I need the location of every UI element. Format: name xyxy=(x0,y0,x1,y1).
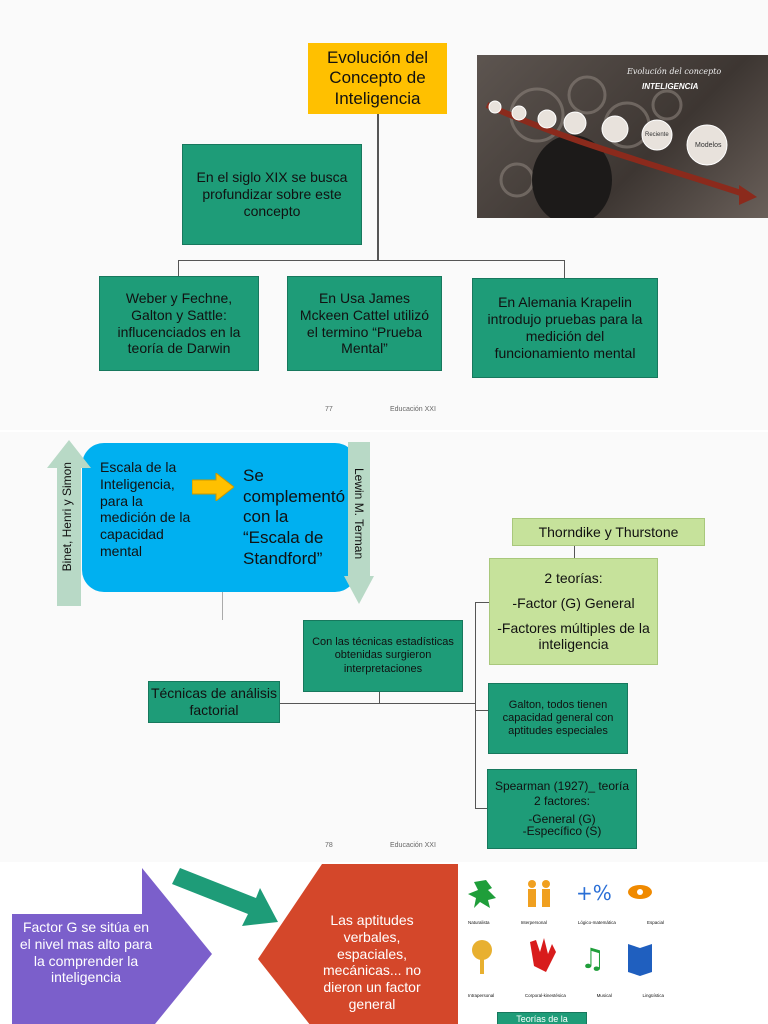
connector-line xyxy=(475,808,488,809)
intro-text: En el siglo XIX se busca profundizar sob… xyxy=(196,169,348,219)
slide-77: Evolución del Concepto de Inteligencia E… xyxy=(0,0,768,430)
theory-line: 2 teorías: xyxy=(544,569,603,586)
factor-g-arrow xyxy=(12,868,212,1024)
logic-icon: +% xyxy=(576,881,612,905)
factorial-box: Técnicas de análisis factorial xyxy=(148,681,280,723)
connector-line xyxy=(475,602,476,808)
slide-79: Factor G se sitúa en el nivel mas alto p… xyxy=(0,864,768,1024)
icon-labels-row1: Naturalista Interpersonal Lógico-matemát… xyxy=(468,920,664,925)
icon-labels-row2: Intrapersonal Corporal-kinestésica Music… xyxy=(468,993,664,998)
connector-line xyxy=(564,260,565,280)
stat-text: Con las técnicas estadísticas obtenidas … xyxy=(312,636,454,675)
aptitudes-arrow xyxy=(258,864,458,1024)
counter-arrow xyxy=(172,868,278,926)
intrapersonal-icon xyxy=(472,940,492,974)
connector-line xyxy=(280,703,475,704)
hand-icon xyxy=(530,938,556,972)
scale-panel xyxy=(82,443,357,592)
complement-text-span: Se complementó con la “Escala de Standfo… xyxy=(243,466,346,568)
icon-label: Espacial xyxy=(646,920,664,925)
left-arrow-label: Binet, Henri y Simon xyxy=(60,462,74,572)
footer-text: Educación XXI xyxy=(390,406,436,413)
thorndike-text: Thorndike y Thurstone xyxy=(538,523,679,540)
intelligence-icons: +% ♫ xyxy=(468,880,652,976)
aptitudes-span: Las aptitudes verbales, espaciales, mecá… xyxy=(322,912,422,1012)
branch-box-2: En Usa James Mckeen Cattel utilizó el te… xyxy=(287,276,442,371)
aptitudes-text: Las aptitudes verbales, espaciales, mecá… xyxy=(312,912,432,1013)
spearman-line: Spearman (1927)_ teoría 2 factores: xyxy=(494,779,630,808)
left-arrow xyxy=(47,440,91,606)
connector-line xyxy=(475,710,488,711)
branch-box-1: Weber y Fechne, Galton y Sattle: influce… xyxy=(99,276,259,371)
scale-text: Escala de la Inteligencia, para la medic… xyxy=(100,459,200,560)
book-icon xyxy=(628,944,652,976)
icon-label: Lingüística xyxy=(642,993,664,998)
slide-78: Binet, Henri y Simon Lewin M. Terman Esc… xyxy=(0,432,768,862)
image-title: Evolución del concepto xyxy=(627,67,722,76)
caption-text: Teorías de la xyxy=(516,1013,568,1024)
connector-line xyxy=(379,692,380,703)
concept-image: Evolución del concepto INTELIGENCIA Reci… xyxy=(477,55,768,218)
complement-text: Se complementó con la “Escala de Standfo… xyxy=(243,466,346,570)
branch-text: En Usa James Mckeen Cattel utilizó el te… xyxy=(299,289,430,357)
image-subtitle: INTELIGENCIA xyxy=(642,82,699,91)
intro-box: En el siglo XIX se busca profundizar sob… xyxy=(182,144,362,245)
icon-label: Lógico-matemática xyxy=(577,920,616,925)
thorndike-box: Thorndike y Thurstone xyxy=(512,518,705,546)
factorial-text: Técnicas de análisis factorial xyxy=(150,685,278,718)
page-number: 77 xyxy=(325,406,333,413)
right-arrow xyxy=(344,442,374,604)
icon-label: Intrapersonal xyxy=(468,993,495,998)
footer-text: Educación XXI xyxy=(390,842,436,849)
title-text: Evolución del Concepto de Inteligencia xyxy=(326,47,429,108)
branch-text: En Alemania Krapelin introdujo pruebas p… xyxy=(487,294,643,361)
galton-text: Galton, todos tienen capacidad general c… xyxy=(502,698,614,738)
right-arrow-label: Lewin M. Terman xyxy=(352,468,366,560)
connector-line xyxy=(475,602,489,603)
leaf-icon xyxy=(468,880,496,908)
galton-box: Galton, todos tienen capacidad general c… xyxy=(488,683,628,754)
right-arrow-icon xyxy=(192,473,234,501)
gears-illustration xyxy=(485,75,757,218)
connector-line xyxy=(222,592,223,620)
spearman-box: Spearman (1927)_ teoría 2 factores: -Gen… xyxy=(487,769,637,849)
theories-box: 2 teorías: -Factor (G) General -Factores… xyxy=(489,558,658,665)
title-box: Evolución del Concepto de Inteligencia xyxy=(308,43,447,114)
connector-line xyxy=(574,546,575,558)
spearman-line: -General (G) xyxy=(528,812,596,826)
image-pin-label: Modelos xyxy=(695,142,722,149)
icon-label: Musical xyxy=(596,993,612,998)
theory-line: -Factor (G) General xyxy=(512,594,635,611)
interpersonal-icon xyxy=(528,880,550,907)
icon-label: Corporal-kinestésica xyxy=(524,993,566,998)
branch-text: Weber y Fechne, Galton y Sattle: influce… xyxy=(117,289,241,357)
connector-line xyxy=(178,260,565,261)
connector-line xyxy=(178,260,179,280)
connector-line xyxy=(377,114,379,260)
icon-label: Naturalista xyxy=(468,920,490,925)
caption-box: Teorías de la xyxy=(497,1012,587,1024)
music-icon: ♫ xyxy=(580,942,605,975)
image-pin-label: Reciente xyxy=(645,132,669,138)
spearman-line: -Específico (S) xyxy=(522,824,602,839)
factor-g-text: Factor G se sitúa en el nivel mas alto p… xyxy=(16,919,156,986)
factor-g-span: Factor G se sitúa en el nivel mas alto p… xyxy=(19,919,153,986)
stat-box: Con las técnicas estadísticas obtenidas … xyxy=(303,620,463,692)
theory-line: -Factores múltiples de la inteligencia xyxy=(497,619,650,653)
scale-text-span: Escala de la Inteligencia, para la medic… xyxy=(100,459,191,559)
intelligences-grid: +% ♫ Naturalista Interpersonal Lógico-ma… xyxy=(468,876,664,1024)
icon-label: Interpersonal xyxy=(520,920,547,925)
page-number: 78 xyxy=(325,842,333,849)
branch-box-3: En Alemania Krapelin introdujo pruebas p… xyxy=(472,278,658,378)
